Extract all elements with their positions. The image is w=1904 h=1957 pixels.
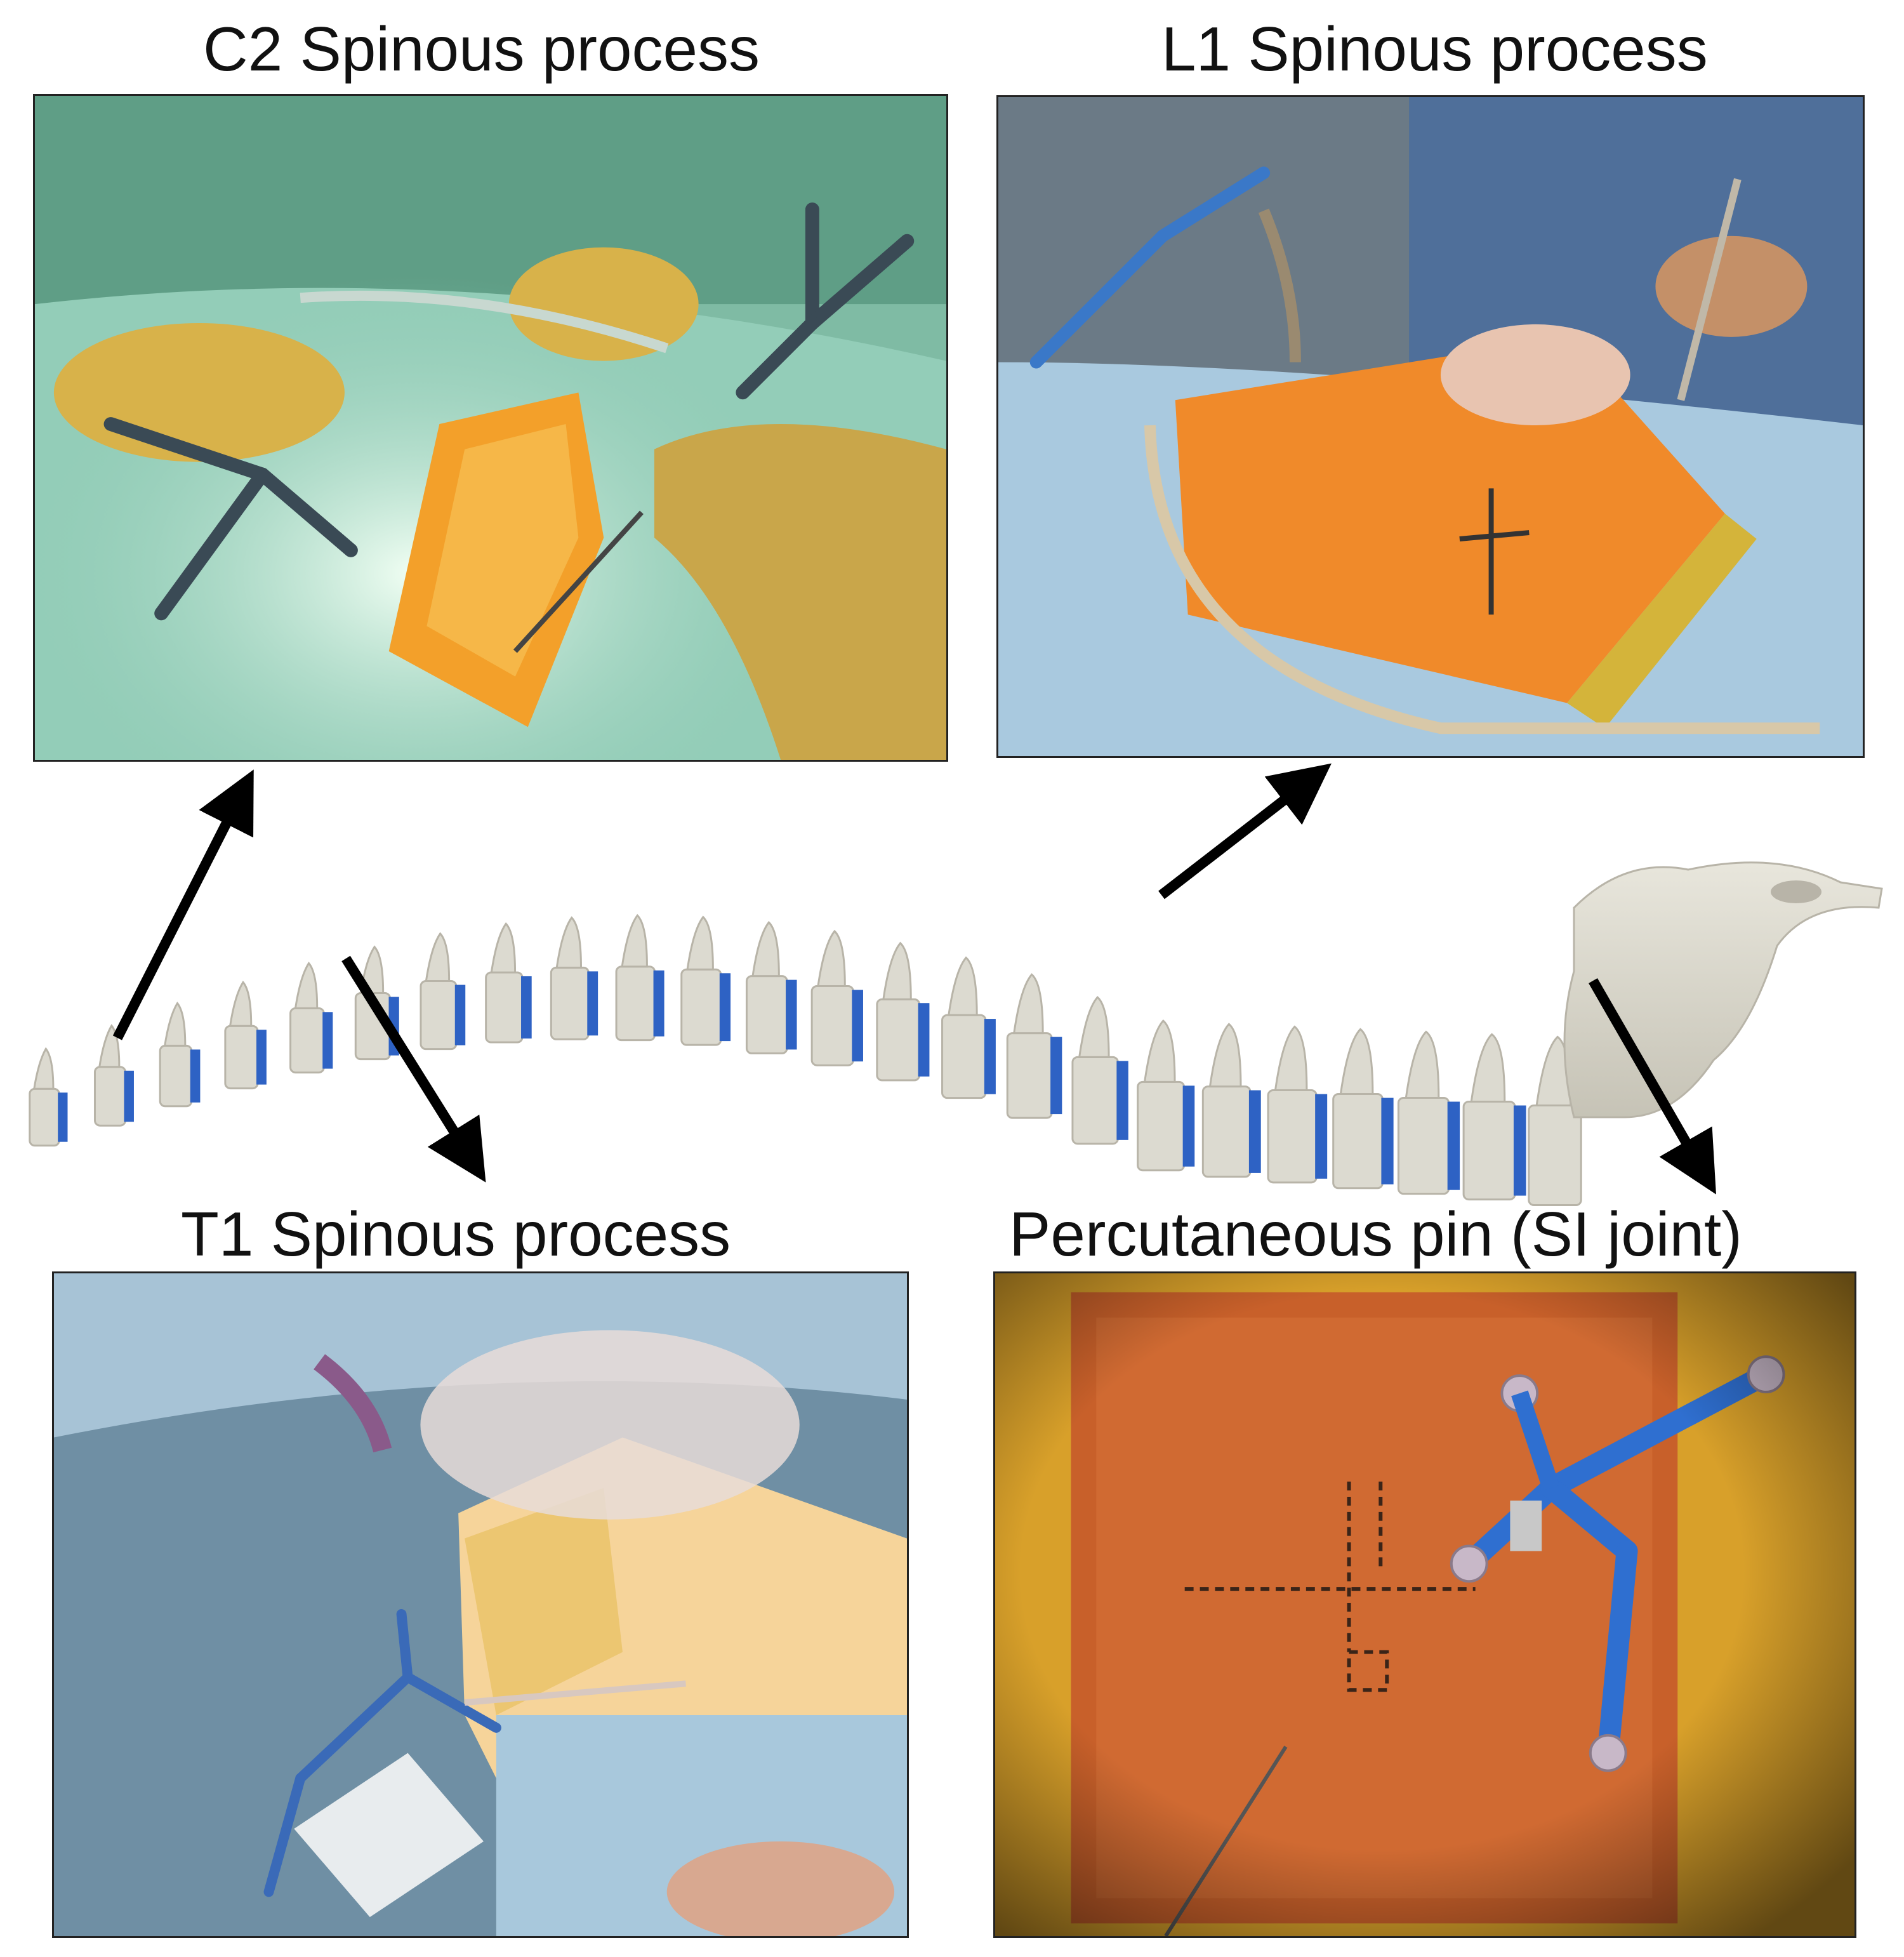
vertebra xyxy=(485,971,532,1044)
vertebra xyxy=(941,1014,996,1099)
vertebra xyxy=(745,975,797,1054)
vertebra xyxy=(550,966,598,1040)
intervertebral-disc xyxy=(1050,1037,1062,1115)
intervertebral-disc xyxy=(190,1049,201,1103)
caption-c2: C2 Spinous process xyxy=(203,14,760,84)
spinous-process xyxy=(490,922,517,974)
intervertebral-disc xyxy=(1447,1101,1460,1190)
vertebra xyxy=(29,1087,68,1147)
intervertebral-disc xyxy=(1513,1105,1526,1196)
vertebra xyxy=(1267,1089,1328,1184)
intervertebral-disc xyxy=(1381,1098,1394,1184)
vertebra xyxy=(159,1044,201,1108)
intervertebral-disc xyxy=(1248,1090,1261,1173)
photo-t1-spinous-process xyxy=(52,1271,909,1938)
intervertebral-disc xyxy=(322,1012,333,1069)
intervertebral-disc xyxy=(587,971,598,1036)
intervertebral-disc xyxy=(719,973,731,1042)
caption-l1: L1 Spinous process xyxy=(1161,14,1708,84)
vertebra xyxy=(1137,1080,1195,1172)
intervertebral-disc xyxy=(918,1003,930,1077)
vertebra xyxy=(93,1066,134,1127)
intervertebral-disc xyxy=(454,985,466,1045)
spinous-process xyxy=(1143,1019,1176,1083)
intervertebral-disc xyxy=(124,1070,134,1122)
vertebra xyxy=(615,965,664,1042)
vertebra xyxy=(810,985,863,1066)
spinous-process xyxy=(948,956,978,1016)
spinous-process xyxy=(555,916,583,969)
intervertebral-disc xyxy=(388,997,399,1056)
spinous-process xyxy=(1339,1028,1374,1096)
vertebra xyxy=(1397,1097,1460,1195)
intervertebral-disc xyxy=(786,979,797,1050)
spinous-process xyxy=(1208,1023,1242,1088)
spinous-process xyxy=(751,920,780,978)
spinous-process xyxy=(1274,1025,1308,1092)
spinous-process xyxy=(1078,995,1110,1058)
vertebra xyxy=(680,968,731,1046)
intervertebral-disc xyxy=(984,1019,996,1094)
vertebra xyxy=(1201,1085,1261,1178)
intervertebral-disc xyxy=(1315,1094,1328,1179)
photo-si-joint-pin xyxy=(993,1271,1856,1938)
spinous-process xyxy=(32,1047,55,1090)
intervertebral-disc xyxy=(1116,1061,1128,1140)
spinous-process xyxy=(294,962,319,1009)
spinous-process xyxy=(98,1024,121,1068)
photo-c2-illustration xyxy=(35,96,946,760)
vertebra xyxy=(1006,1032,1062,1119)
photo-si-illustration xyxy=(995,1273,1854,1936)
vertebra xyxy=(876,998,930,1082)
vertebra xyxy=(289,1007,333,1074)
intervertebral-disc xyxy=(521,976,532,1039)
vertebra xyxy=(420,980,466,1051)
intervertebral-disc xyxy=(1182,1085,1195,1167)
spinous-process xyxy=(686,915,714,971)
spinous-process xyxy=(621,913,648,968)
vertebra xyxy=(354,992,399,1061)
caption-si: Percutaneous pin (SI joint) xyxy=(1009,1199,1742,1269)
photo-t1-illustration xyxy=(54,1273,907,1936)
intervertebral-disc xyxy=(58,1092,68,1142)
spinous-process xyxy=(1012,973,1044,1035)
vertebra xyxy=(1462,1101,1526,1201)
spinous-process xyxy=(425,932,451,983)
sacrum xyxy=(1563,861,1883,1118)
photo-l1-spinous-process xyxy=(996,95,1865,758)
spinous-process xyxy=(1470,1033,1506,1103)
vertebra xyxy=(224,1025,267,1090)
spinous-process xyxy=(163,1001,187,1047)
photo-c2-spinous-process xyxy=(33,94,948,762)
sacrum-foramen xyxy=(1771,880,1821,903)
intervertebral-disc xyxy=(653,970,664,1037)
spinous-process xyxy=(817,929,846,987)
spinous-process xyxy=(882,941,912,1000)
vertebra xyxy=(1332,1093,1394,1190)
intervertebral-disc xyxy=(852,990,863,1062)
intervertebral-disc xyxy=(256,1030,267,1085)
spinous-process xyxy=(1405,1030,1440,1099)
caption-t1: T1 Spinous process xyxy=(181,1199,731,1269)
spinous-process xyxy=(228,980,253,1027)
vertebra xyxy=(1528,1105,1582,1206)
vertebra xyxy=(1071,1056,1128,1145)
photo-l1-illustration xyxy=(998,97,1863,756)
spine-illustration xyxy=(29,861,1883,1206)
spinous-process xyxy=(359,945,385,994)
